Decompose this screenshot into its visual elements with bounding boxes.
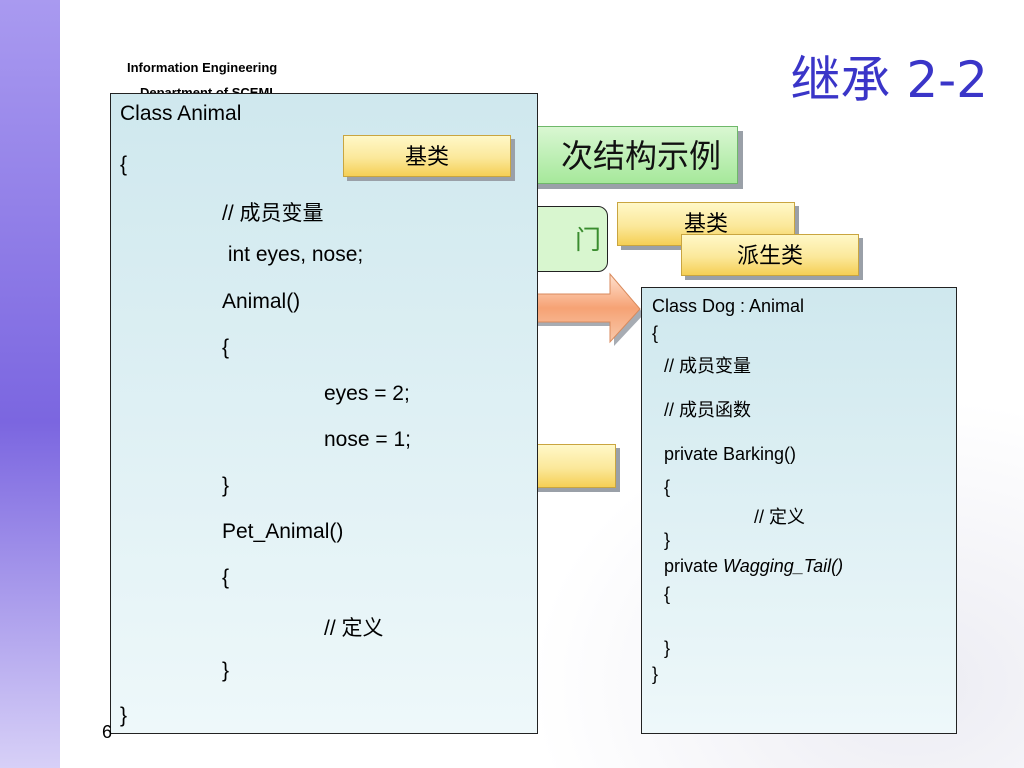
code-line: Animal() — [222, 290, 301, 313]
code-line: // 定义 — [754, 507, 806, 527]
code-line: { — [664, 477, 671, 497]
animal-class-code-box: Class Animal { // 成员变量 int eyes, nose; A… — [110, 93, 538, 734]
code-line: Class Animal — [120, 102, 242, 125]
code-line: { — [120, 153, 128, 176]
section-banner: 次结构示例 — [500, 126, 738, 184]
code-line: } — [222, 659, 230, 682]
base-class-label-1: 基类 — [343, 135, 511, 177]
side-accent-strip — [0, 0, 60, 768]
code-line: private Barking() — [664, 444, 797, 464]
code-line: // 成员变量 — [222, 202, 324, 225]
code-line: { — [222, 336, 230, 359]
code-line: // 成员变量 — [664, 356, 752, 376]
code-line: { — [664, 584, 671, 604]
dog-class-code-box: Class Dog : Animal { // 成员变量 // 成员函数 pri… — [641, 287, 957, 734]
code-line: eyes = 2; — [324, 382, 410, 405]
code-line: } — [664, 638, 671, 658]
code-line: Class Dog : Animal — [652, 296, 805, 316]
slide-title: 继承 2-2 — [790, 51, 988, 109]
code-keyword: private — [664, 556, 724, 576]
method-name: Wagging_Tail() — [723, 556, 844, 576]
code-line: } — [120, 704, 128, 727]
code-line: } — [222, 474, 230, 497]
org-name-line2: Department of SCEMI — [140, 86, 273, 94]
code-line: // 定义 — [324, 617, 384, 640]
code-line: { — [222, 566, 230, 589]
code-line: private Wagging_Tail() — [664, 556, 843, 577]
code-line: } — [652, 664, 659, 684]
page-number: 6 — [102, 722, 113, 742]
derived-class-label: 派生类 — [681, 234, 859, 276]
org-name-line1: Information Engineering — [127, 60, 278, 75]
code-line: } — [664, 530, 671, 550]
code-line: nose = 1; — [324, 428, 411, 451]
code-line: Pet_Animal() — [222, 520, 344, 543]
code-line: int eyes, nose; — [222, 243, 364, 266]
code-line: { — [652, 323, 659, 343]
empty-label-box — [530, 444, 616, 488]
code-line: // 成员函数 — [664, 400, 752, 420]
